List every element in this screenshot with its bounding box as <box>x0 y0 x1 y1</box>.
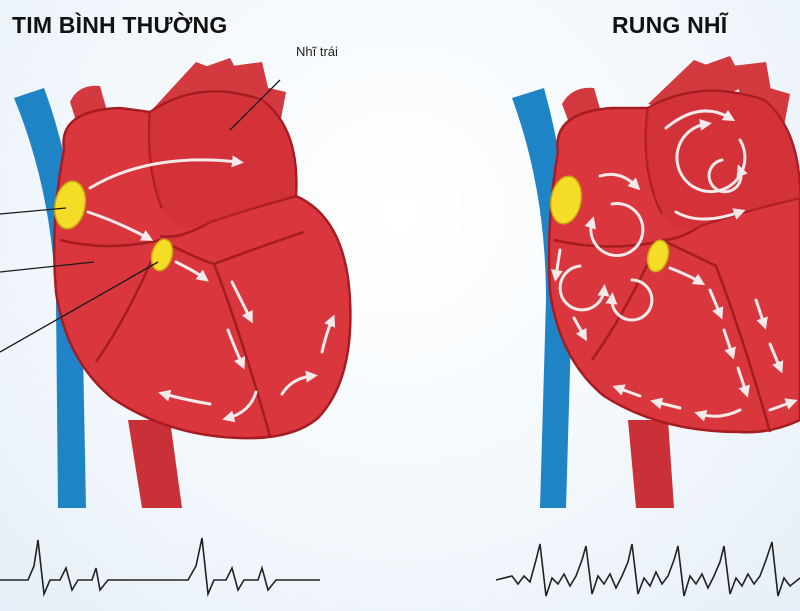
sinoatrial-node-icon <box>53 180 87 230</box>
afib-heart-title: RUNG NHĨ <box>612 12 728 38</box>
ecg-waveform-icon <box>0 537 320 598</box>
ecg-waveform-icon <box>495 541 800 597</box>
normal-heart <box>0 58 352 598</box>
afib-heart <box>495 56 800 597</box>
atrioventricular-node-icon <box>646 239 670 273</box>
pointer-lines-left <box>0 79 281 353</box>
sinoatrial-node-icon <box>549 175 583 225</box>
conduction-arrows-left <box>86 155 336 423</box>
inferior-artery-right <box>628 420 674 508</box>
inferior-artery-left <box>128 420 182 508</box>
left-atrium-label: Nhĩ trái <box>296 44 338 59</box>
chamber-lines-left <box>59 111 305 437</box>
chaotic-arrows-right <box>550 109 798 422</box>
normal-heart-title: TIM BÌNH THƯỜNG <box>12 12 228 38</box>
